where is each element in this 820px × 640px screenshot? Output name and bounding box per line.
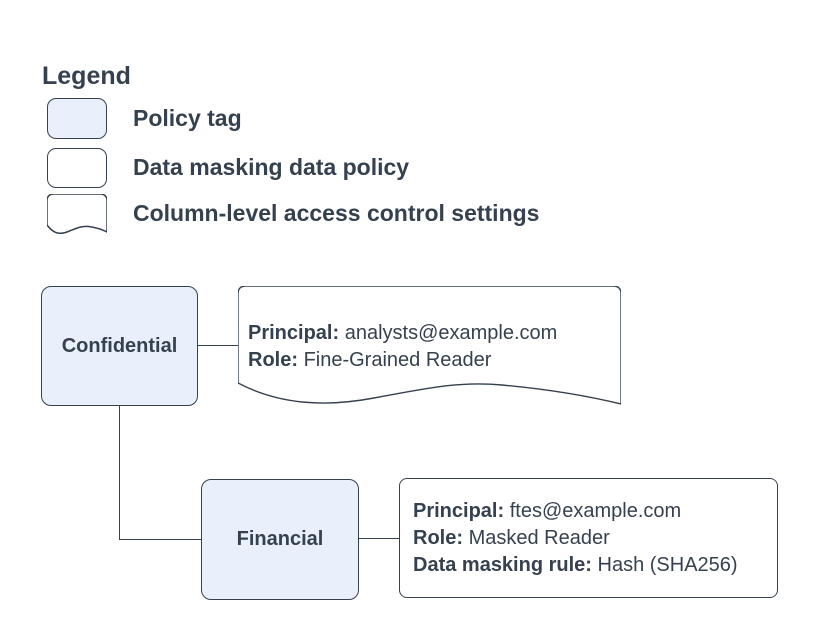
- principal-value: analysts@example.com: [344, 322, 558, 344]
- principal-value: ftes@example.com: [509, 499, 682, 522]
- legend-label-data-masking-policy: Data masking data policy: [133, 154, 410, 180]
- masking-rule-line: Data masking rule: Hash (SHA256): [413, 552, 777, 579]
- role-label: Role:: [248, 349, 298, 371]
- masking-principal-line: Principal: ftes@example.com: [413, 498, 777, 525]
- connector-confidential-to-settings: [198, 345, 238, 347]
- masking-role-line: Role: Masked Reader: [413, 525, 777, 552]
- policy-tag-confidential: Confidential: [41, 286, 198, 406]
- legend-title: Legend: [42, 62, 131, 90]
- principal-label: Principal:: [413, 499, 505, 522]
- policy-tag-confidential-label: Confidential: [61, 334, 178, 357]
- legend-swatch-column-access-settings: [47, 194, 107, 236]
- access-settings-principal-line: Principal: analysts@example.com: [248, 320, 557, 347]
- data-masking-policy-box: Principal: ftes@example.com Role: Masked…: [399, 478, 778, 598]
- principal-label: Principal:: [248, 322, 340, 344]
- connector-confidential-to-financial: [119, 406, 201, 540]
- legend-swatch-policy-tag: [47, 98, 107, 139]
- masking-rule-value: Hash (SHA256): [597, 553, 738, 576]
- access-settings-text: Principal: analysts@example.com Role: Fi…: [248, 320, 557, 374]
- role-value: Fine-Grained Reader: [303, 349, 492, 371]
- legend-swatch-data-masking-policy: [47, 148, 107, 188]
- policy-tag-financial-label: Financial: [236, 528, 324, 550]
- policy-tag-financial: Financial: [201, 479, 359, 600]
- role-label: Role:: [413, 526, 463, 549]
- document-shape-icon: [47, 194, 107, 236]
- connector-financial-to-masking-policy: [359, 538, 399, 540]
- access-settings-document-shape: [238, 286, 621, 408]
- access-settings-role-line: Role: Fine-Grained Reader: [248, 347, 557, 374]
- role-value: Masked Reader: [468, 526, 610, 549]
- legend-label-policy-tag: Policy tag: [133, 105, 242, 131]
- legend-label-column-access-settings: Column-level access control settings: [133, 200, 540, 226]
- masking-rule-label: Data masking rule:: [413, 553, 592, 576]
